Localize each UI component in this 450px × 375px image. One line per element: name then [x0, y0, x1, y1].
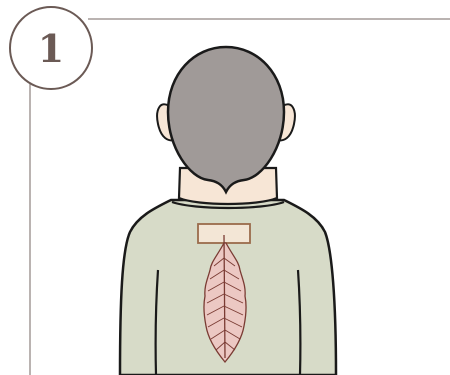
person-back-icon [120, 47, 336, 375]
step-number: 1 [38, 26, 64, 71]
step-badge: 1 [10, 7, 92, 89]
